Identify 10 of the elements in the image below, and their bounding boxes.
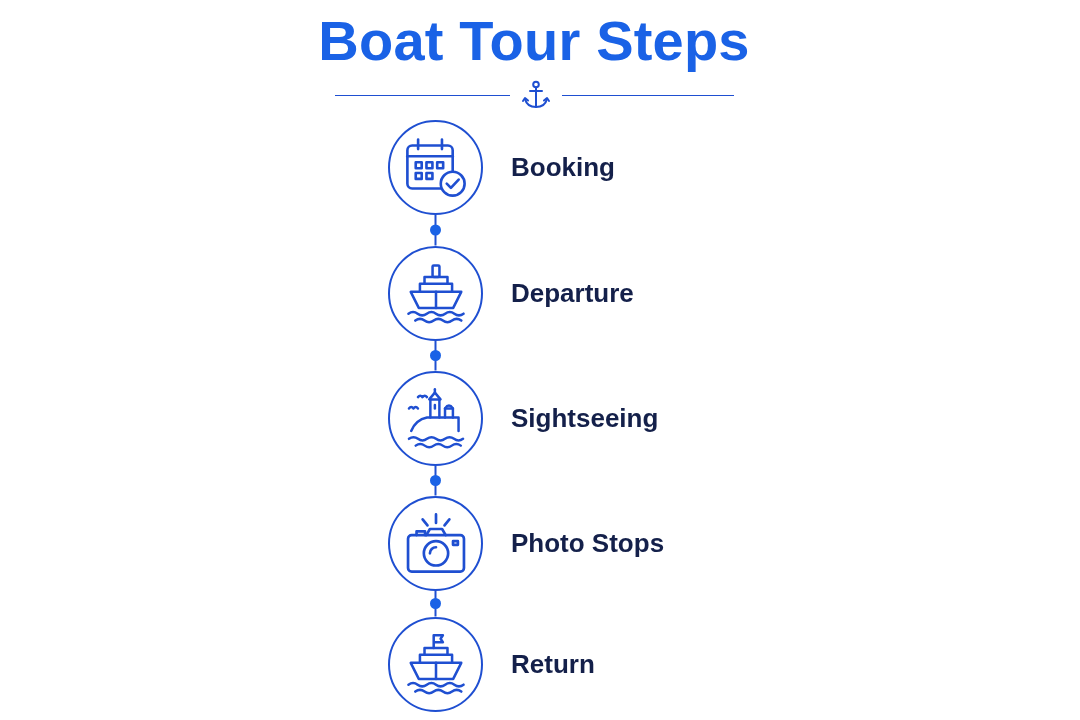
step-label: Booking [511, 151, 615, 183]
connector-line [434, 464, 437, 497]
diagram-title: Boat Tour Steps [318, 8, 750, 74]
connector-line [434, 213, 437, 247]
step-label: Departure [511, 277, 634, 309]
step-label: Return [511, 648, 595, 680]
connector-line [434, 339, 437, 372]
step-label: Sightseeing [511, 402, 659, 434]
step-label: Photo Stops [511, 527, 665, 559]
connector-line [434, 589, 437, 618]
